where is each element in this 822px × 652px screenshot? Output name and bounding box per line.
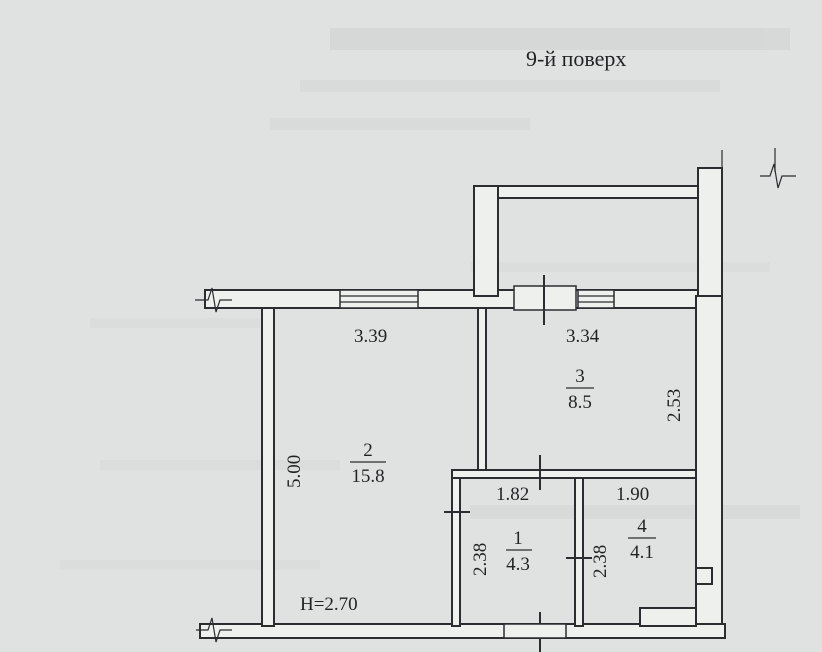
dim-room4-height: 2.38 [590, 545, 611, 578]
dim-room1-width: 1.82 [496, 484, 529, 505]
room4-fixtures [639, 567, 713, 627]
window-room2 [339, 289, 419, 309]
room-area: 4.1 [630, 542, 654, 563]
loggia-left-wall [473, 185, 499, 297]
room-label-3: 3 8.5 [566, 366, 594, 413]
partition-room1-room4 [574, 477, 584, 627]
loggia-top-wall [497, 185, 699, 199]
room-number: 2 [363, 440, 373, 461]
background-bleed-text [60, 28, 800, 570]
room-number: 4 [637, 516, 647, 537]
wall-break-marks [195, 148, 796, 643]
room-label-1: 1 4.3 [506, 528, 532, 575]
room-number: 1 [513, 528, 523, 549]
dim-room3-width: 3.34 [566, 326, 600, 347]
left-wall [261, 307, 275, 627]
dim-room2-height: 5.00 [284, 455, 305, 488]
room-label-2: 2 15.8 [350, 440, 386, 487]
dim-room3-height: 2.53 [664, 389, 685, 422]
balcony-door [513, 275, 577, 325]
ceiling-height: H=2.70 [300, 594, 358, 615]
room-area: 8.5 [568, 392, 592, 413]
room-label-4: 4 4.1 [628, 516, 656, 563]
room-number: 3 [575, 366, 585, 387]
fixture-block [639, 607, 697, 627]
floor-title: 9-й поверх [526, 46, 626, 71]
loggia-right-wall [697, 167, 723, 297]
bottom-wall [199, 623, 726, 639]
partition-room2-room3 [477, 307, 487, 471]
partition-room2-room1 [451, 477, 461, 627]
dim-room1-height: 2.38 [470, 543, 491, 576]
room-area: 15.8 [351, 466, 384, 487]
dim-room4-width: 1.90 [616, 484, 649, 505]
windows [339, 289, 615, 309]
room-area: 4.3 [506, 554, 530, 575]
fixture-riser [695, 567, 713, 585]
partitions [444, 307, 697, 652]
partition-horizontal [451, 469, 697, 479]
top-wall [204, 289, 721, 309]
window-room3 [577, 289, 615, 309]
dim-room2-width: 3.39 [354, 326, 387, 347]
